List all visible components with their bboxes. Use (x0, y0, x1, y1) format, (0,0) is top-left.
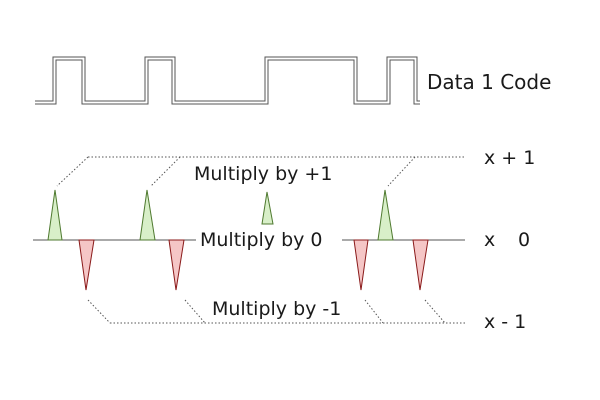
positive-spike-2 (139, 189, 156, 241)
multiply-minus-label: Multiply by -1 (212, 298, 341, 320)
minus-connector-4 (424, 299, 446, 324)
minus-connector-3 (364, 299, 384, 324)
minus-connector-1 (87, 299, 111, 324)
negative-spike-2 (168, 239, 185, 291)
level-plus-label: x + 1 (484, 147, 535, 169)
negative-spike-3 (353, 239, 369, 291)
multiply-zero-label: Multiply by 0 (200, 229, 323, 251)
multiply-minus-backing (206, 294, 362, 320)
data-code-label: Data 1 Code (427, 70, 551, 94)
waveform-line-inner (35, 59, 420, 105)
multiply-plus-label: Multiply by +1 (194, 163, 332, 185)
multiply-zero-backing (196, 227, 342, 253)
positive-spikes (47, 189, 394, 241)
minus-connector-2 (184, 299, 206, 324)
minus-one-guides (87, 299, 465, 324)
level-zero-value-label: 0 (518, 229, 530, 251)
waveform-line-outer (35, 56, 420, 102)
plus-connector-2 (150, 156, 181, 187)
negative-spike-4 (412, 239, 429, 291)
positive-spike-1 (47, 189, 63, 241)
plus-connector-1 (56, 156, 89, 187)
positive-spike-3 (377, 189, 394, 241)
plus-connector-3 (387, 156, 416, 187)
negative-spike-1 (78, 239, 95, 291)
positive-spike-small (261, 191, 274, 225)
plus-one-guides (56, 156, 465, 187)
data-code-waveform (35, 56, 420, 105)
negative-spikes (78, 239, 429, 291)
multiply-plus-backing (190, 158, 348, 184)
level-zero-x-label: x (484, 229, 495, 251)
level-minus-label: x - 1 (484, 311, 526, 333)
